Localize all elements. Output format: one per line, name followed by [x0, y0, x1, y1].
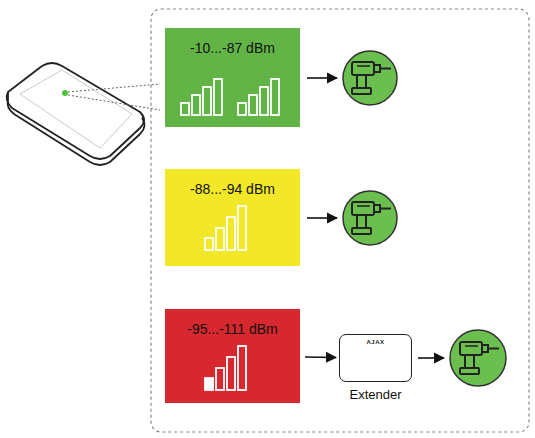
tool-circle — [343, 191, 397, 245]
node-label: -88...-94 dBm — [165, 181, 300, 197]
connector-arrow — [305, 356, 336, 358]
signal-band-box: -88...-94 dBm — [165, 169, 300, 266]
node-caption: Extender — [320, 387, 431, 402]
arrow — [307, 77, 337, 79]
arrow — [418, 357, 444, 359]
node-label: -10...-87 dBm — [165, 40, 300, 56]
tool-circle — [450, 330, 506, 386]
node-label: -95...-111 dBm — [165, 321, 300, 337]
node-label: AJAX — [340, 339, 411, 345]
signal-band-box: -95...-111 dBm — [165, 309, 300, 403]
tool-circle — [343, 51, 397, 105]
hub-device — [7, 63, 160, 165]
arrow — [307, 217, 337, 219]
signal-band-box: -10...-87 dBm — [165, 28, 300, 127]
dashed-frame — [151, 9, 529, 432]
extender-box: AJAXExtender — [339, 334, 412, 382]
